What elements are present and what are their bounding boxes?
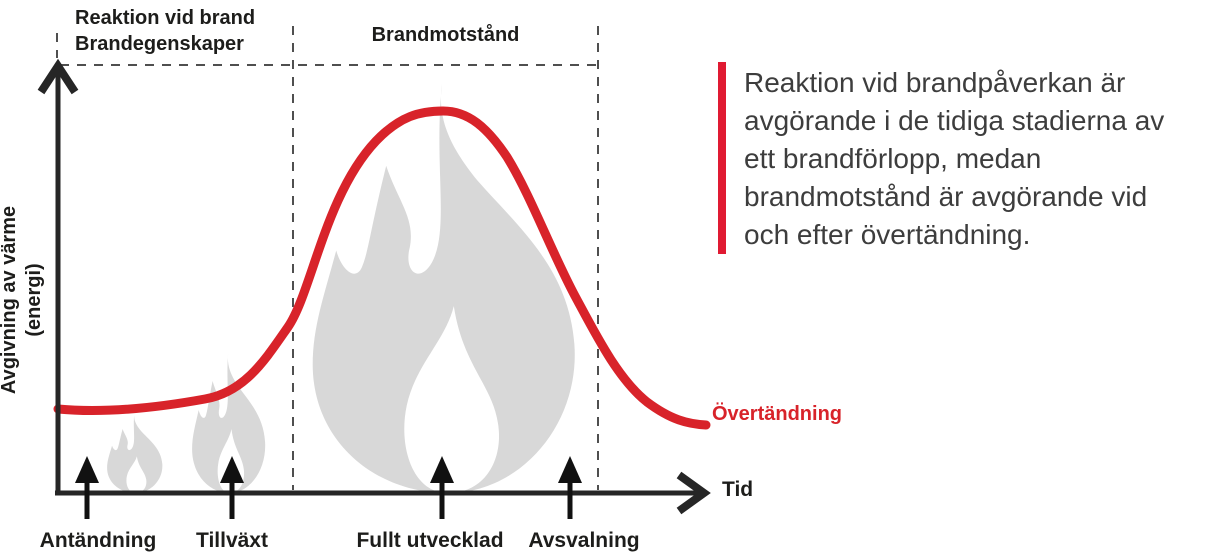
section-label-reaktion-vid-brand: Reaktion vid brand Brandegenskaper xyxy=(75,7,256,55)
phase-arrow-tillvaxt xyxy=(220,456,244,519)
phase-label-tillvaxt: Tillväxt xyxy=(196,529,268,552)
callout-accent-bar xyxy=(718,62,726,254)
flashover-label: Övertändning xyxy=(712,403,843,425)
phase-arrow-fullt-utvecklad xyxy=(430,456,454,519)
section-label-brandmotstand: Brandmotstånd xyxy=(371,24,520,46)
phase-label-avsvalning: Avsvalning xyxy=(528,529,640,552)
x-axis-arrow-icon xyxy=(676,471,711,515)
phase-label-fullt-utvecklad: Fullt utvecklad xyxy=(356,529,504,552)
phase-arrow-antandning xyxy=(75,456,99,519)
y-axis-label: Avgivning av värme (energi) xyxy=(0,205,45,395)
diagram-canvas xyxy=(37,26,711,519)
phase-label-antandning: Antändning xyxy=(39,529,157,552)
x-axis-label: Tid xyxy=(722,478,754,501)
phase-arrow-avsvalning xyxy=(558,456,582,519)
y-axis-arrow-icon xyxy=(37,58,79,95)
heat-release-curve xyxy=(53,106,711,430)
flame-icon-large xyxy=(312,84,575,494)
callout-text: Reaktion vid brandpåverkan är avgörande … xyxy=(744,67,1165,250)
flame-icon-small xyxy=(107,413,163,493)
